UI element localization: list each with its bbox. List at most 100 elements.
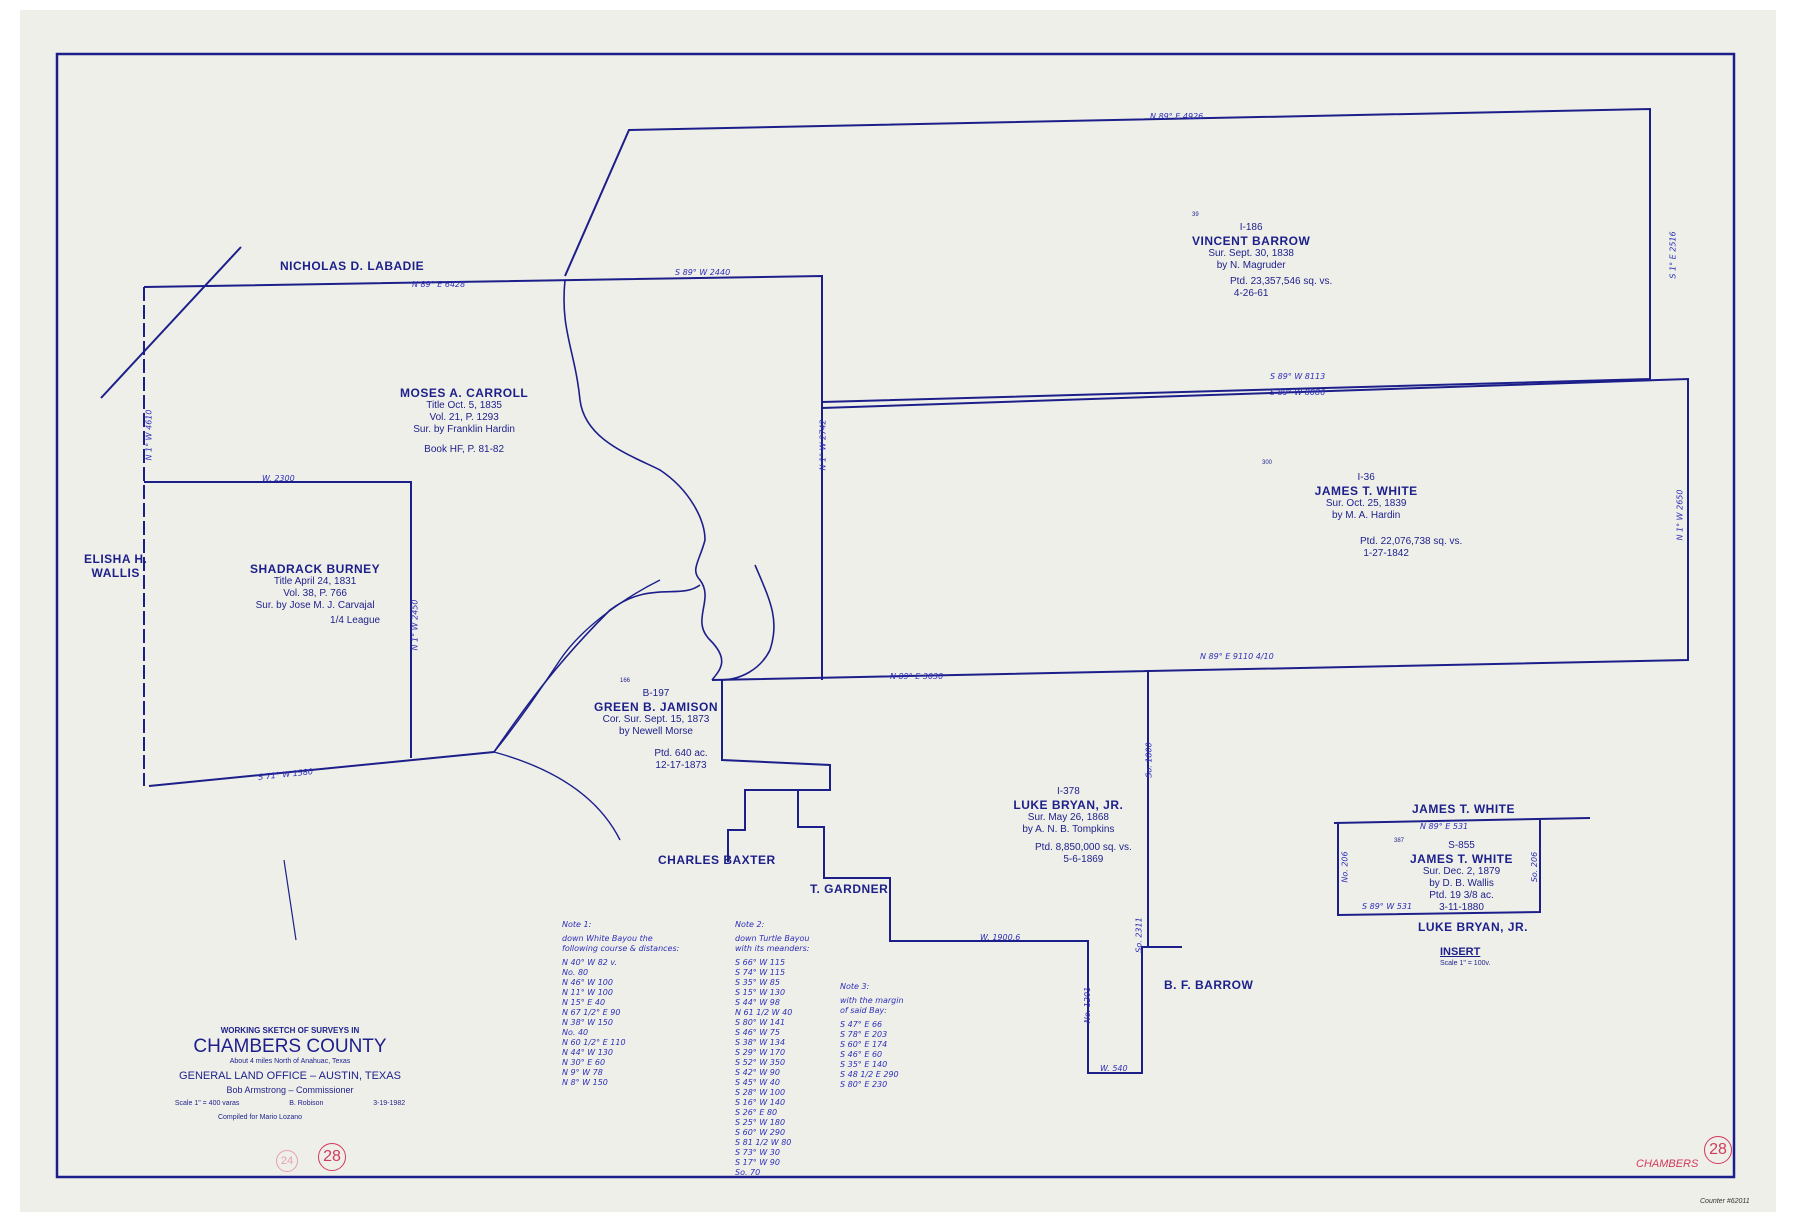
bearing: N 1° W 4610 [144,409,154,461]
survey-moses-carroll: MOSES A. CARROLL Title Oct. 5, 1835 Vol.… [400,386,528,456]
abstract-number: 166 [620,678,631,684]
note-line: with the margin [840,996,904,1005]
bearing: So. 1800 [1144,742,1154,778]
survey-line: Sur. Dec. 2, 1879 [1422,866,1501,878]
adjoining-gardner: T. GARDNER [810,882,889,896]
note-line: S 80° W 141 [735,1018,786,1027]
title-block: WORKING SKETCH OF SURVEYS IN CHAMBERS CO… [150,1026,430,1123]
patent-date: 4-26-61 [1233,288,1269,300]
patent-date: 12-17-1873 [655,760,707,772]
abstract-number: 387 [1394,838,1405,844]
patent: Ptd. 22,076,738 sq. vs. [1360,536,1463,548]
bearing: N 89° E 3030 [890,672,944,681]
book-ref: Book HF, P. 81-82 [424,444,505,456]
note-line: S 28° W 100 [735,1088,786,1097]
survey-green-jamison: B-197 GREEN B. JAMISON Cor. Sur. Sept. 1… [594,688,718,772]
south-line [148,751,495,787]
survey-line: Sur. Sept. 30, 1838 [1208,248,1294,260]
patent: Ptd. 8,850,000 sq. vs. [1035,842,1132,854]
survey-id: S-855 [1448,840,1475,851]
adjoining-wallis: ELISHA H.WALLIS [84,552,147,581]
survey-line: Sur. May 26, 1868 [1027,812,1109,824]
patent-date: 1-27-1842 [1363,548,1409,560]
survey-id: I-36 [1357,472,1375,483]
note-line: S 44° W 98 [735,998,780,1007]
note-line: S 80° E 230 [840,1080,888,1089]
bearing: W. 540 [1100,1064,1128,1073]
scale-row: Scale 1" = 400 varas B. Robison 3-19-198… [150,1100,430,1108]
insert-north-label: JAMES T. WHITE [1412,802,1516,816]
bayou-channel [493,579,661,753]
bearing: N 89° E 6428 [412,280,466,289]
note-line: S 74° W 115 [735,968,786,977]
survey-luke-bryan: I-378 LUKE BRYAN, JR. Sur. May 26, 1868 … [1005,786,1132,866]
patent-date: 5-6-1869 [1063,854,1104,866]
adjoining-labadie: NICHOLAS D. LABADIE [280,259,425,273]
note-line: S 66° W 115 [735,958,786,967]
note-line: N 46° W 100 [562,978,613,987]
note-line: S 15° W 130 [735,988,786,997]
note-line: S 60° W 290 [735,1128,786,1137]
note-line: S 35° W 85 [735,978,780,987]
note-line: S 60° E 174 [840,1040,888,1049]
bearing: S 89° W 531 [1362,902,1413,911]
survey-line: Ptd. 19 3/8 ac. [1429,890,1494,902]
bearing: N 89° E 531 [1420,822,1469,831]
note-line: S 25° W 180 [735,1118,786,1127]
note-line: S 78° E 203 [840,1030,888,1039]
note-line: S 38° W 134 [735,1038,786,1047]
survey-line: Title Oct. 5, 1835 [426,400,502,412]
survey-name: LUKE BRYAN, JR. [1013,798,1124,812]
bearing: S 89° W 8086 [1270,388,1326,397]
insert-boundary [1333,817,1591,824]
date: 3-19-1982 [373,1099,406,1107]
insert-survey: S-855 JAMES T. WHITE Sur. Dec. 2, 1879 b… [1410,840,1513,914]
bearing: W. 1900.6 [980,933,1021,942]
survey-line: Vol. 21, P. 1293 [429,412,499,424]
location: About 4 miles North of Anahuac, Texas [229,1058,351,1066]
title-pre: WORKING SKETCH OF SURVEYS IN [220,1026,360,1035]
adjoining-baxter: CHARLES BAXTER [658,853,776,867]
name-line: ELISHA H. [84,552,148,566]
note-line: Note 2: [735,920,765,929]
note-line: S 29° W 170 [735,1048,786,1057]
note-line: down Turtle Bayou [735,934,810,943]
bearing: So. 206 [1530,851,1540,883]
note-line: S 42° W 90 [735,1068,780,1077]
catalog-number: Counter #62011 [1700,1198,1750,1205]
bearing: So. 2311 [1134,917,1144,953]
insert-south-label: LUKE BRYAN, JR. [1418,920,1528,934]
note-line: N 15° E 40 [562,998,606,1007]
note-line: N 40° W 82 v. [562,958,618,967]
county-stamp: CHAMBERS [1636,1158,1699,1170]
paper [20,10,1776,1212]
bearing: N 89° E 4926 [1150,112,1204,121]
note-line: S 73° W 30 [735,1148,780,1157]
commissioner: Bob Armstrong – Commissioner [226,1084,354,1095]
diagonal-line [100,246,242,399]
scale: Scale 1" = 400 varas [174,1099,240,1107]
note-line: N 30° E 60 [562,1058,606,1067]
survey-name: GREEN B. JAMISON [594,700,719,714]
vincent-barrow-boundary [564,107,1651,403]
note-line: So. 70 [735,1168,761,1177]
bearing: No. 1201 [1083,986,1093,1024]
luke-bryan-boundary [797,670,1149,1074]
patent: Ptd. 23,357,546 sq. vs. [1230,276,1333,288]
bearing: S 89° W 2440 [675,268,731,277]
note-line: S 48 1/2 E 290 [840,1070,899,1079]
bearing: No. 206 [1340,851,1350,883]
insert-box [1337,820,1541,917]
note-line: S 46° E 60 [840,1050,883,1059]
note-line: with its meanders: [735,944,810,953]
note-line: down White Bayou the [562,934,653,943]
compiled-for: Compiled for Mario Lozano [217,1114,303,1122]
note-line: N 60 1/2° E 110 [562,1038,626,1047]
survey-line: Title April 24, 1831 [273,576,357,588]
survey-name: JAMES T. WHITE [1410,852,1514,866]
area: 1/4 League [330,615,381,627]
note-line: of said Bay: [840,1006,887,1015]
survey-line: Sur. Oct. 25, 1839 [1325,498,1407,510]
